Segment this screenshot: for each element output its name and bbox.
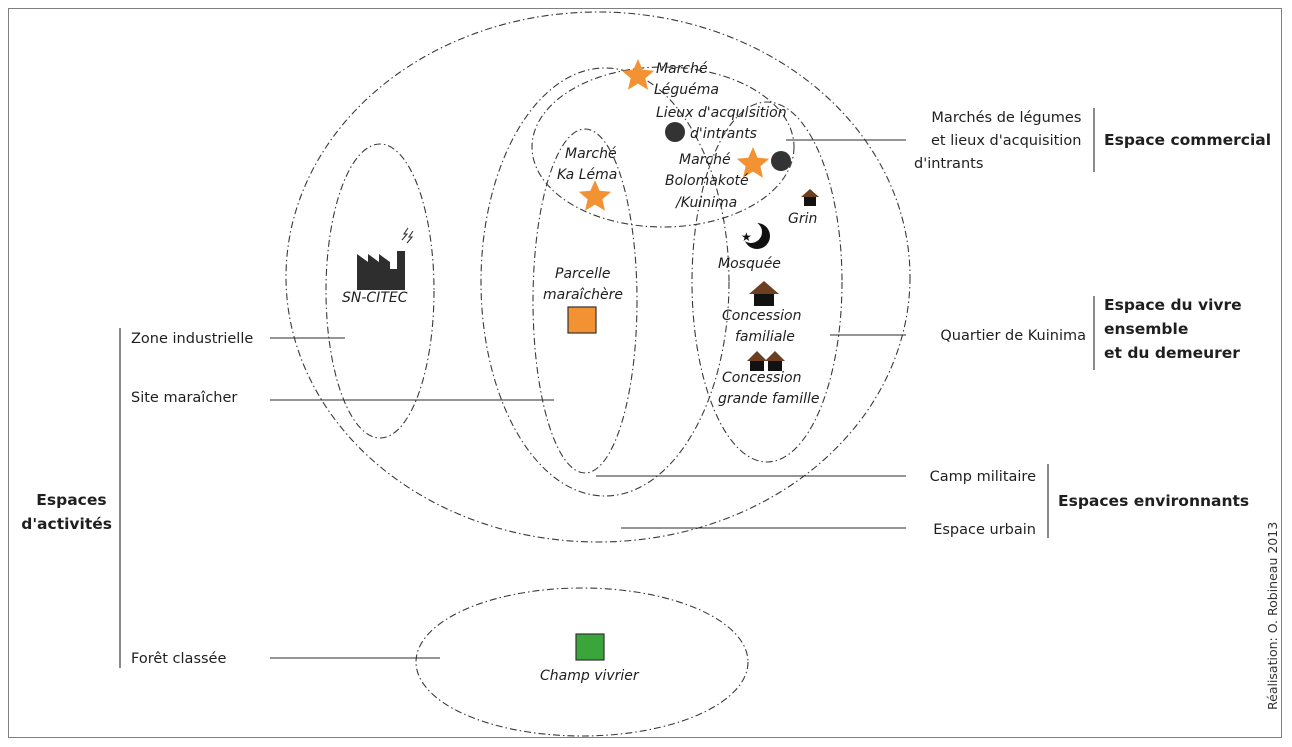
lieux-acquisition-label: Lieux d'acquisition d'intrants: [656, 105, 791, 142]
grin-label: Grin: [788, 211, 817, 227]
credit-label: Réalisation: O. Robineau 2013: [1265, 522, 1280, 710]
marches-legumes-label: Marchés de légumes et lieux d'acquisitio…: [914, 110, 1086, 172]
zone-industrielle-label: Zone industrielle: [131, 331, 253, 347]
dot-icon-intrants: [665, 122, 685, 142]
espace-commercial-title: Espace commercial: [1104, 131, 1271, 149]
foret-classee-label: Forêt classée: [131, 651, 226, 667]
house-icon-grin: [801, 189, 819, 206]
camp-militaire-label: Camp militaire: [930, 469, 1036, 485]
svg-text:★: ★: [741, 230, 752, 244]
champ-square: [575, 633, 605, 661]
foret-classee-ellipse: [415, 587, 749, 737]
dot-icon-bolomakote: [771, 151, 791, 171]
figure-frame: [8, 8, 1282, 738]
marche-bolomakote-label: Marché Bolomakoté /Kuinima: [665, 152, 753, 211]
marche-ka-lema-label: Marché Ka Léma: [557, 146, 621, 183]
champ-vivrier-label: Champ vivrier: [540, 668, 640, 684]
espace-urbain-label: Espace urbain: [933, 522, 1036, 538]
star-icon-ka-lema: [578, 180, 612, 211]
espace-urbain-ellipse: [285, 11, 911, 543]
crescent-icon: ★: [740, 221, 770, 249]
quartier-label: Quartier de Kuinima: [940, 328, 1086, 344]
vivre-ensemble-title: Espace du vivre ensemble et du demeurer: [1104, 296, 1247, 362]
sn-citec-label: SN-CITEC: [342, 290, 408, 306]
site-maraicher-ellipse: [532, 128, 638, 474]
house-icon-familiale: [749, 281, 779, 306]
houses-icon-grande-famille: [747, 351, 785, 371]
espaces-activites-title: Espaces d'activités: [21, 491, 112, 533]
parcelle-square: [567, 306, 597, 334]
star-icon-leguema: [621, 59, 655, 90]
parcelle-label: Parcelle maraîchère: [543, 266, 623, 303]
site-maraicher-label: Site maraîcher: [131, 390, 237, 406]
mosquee-label: Mosquée: [718, 256, 781, 272]
camp-militaire-ellipse: [480, 67, 730, 497]
factory-icon: [357, 227, 414, 290]
espaces-environnants-title: Espaces environnants: [1058, 492, 1249, 510]
quartier-ellipse: [691, 101, 843, 463]
concession-grande-famille-label: Concession grande famille: [718, 370, 819, 407]
concession-familiale-label: Concession familiale: [722, 308, 806, 345]
commercial-ellipse: [531, 66, 795, 228]
zone-industrielle-ellipse: [325, 143, 435, 439]
marche-leguema-label: Marché Léguéma: [654, 61, 719, 98]
